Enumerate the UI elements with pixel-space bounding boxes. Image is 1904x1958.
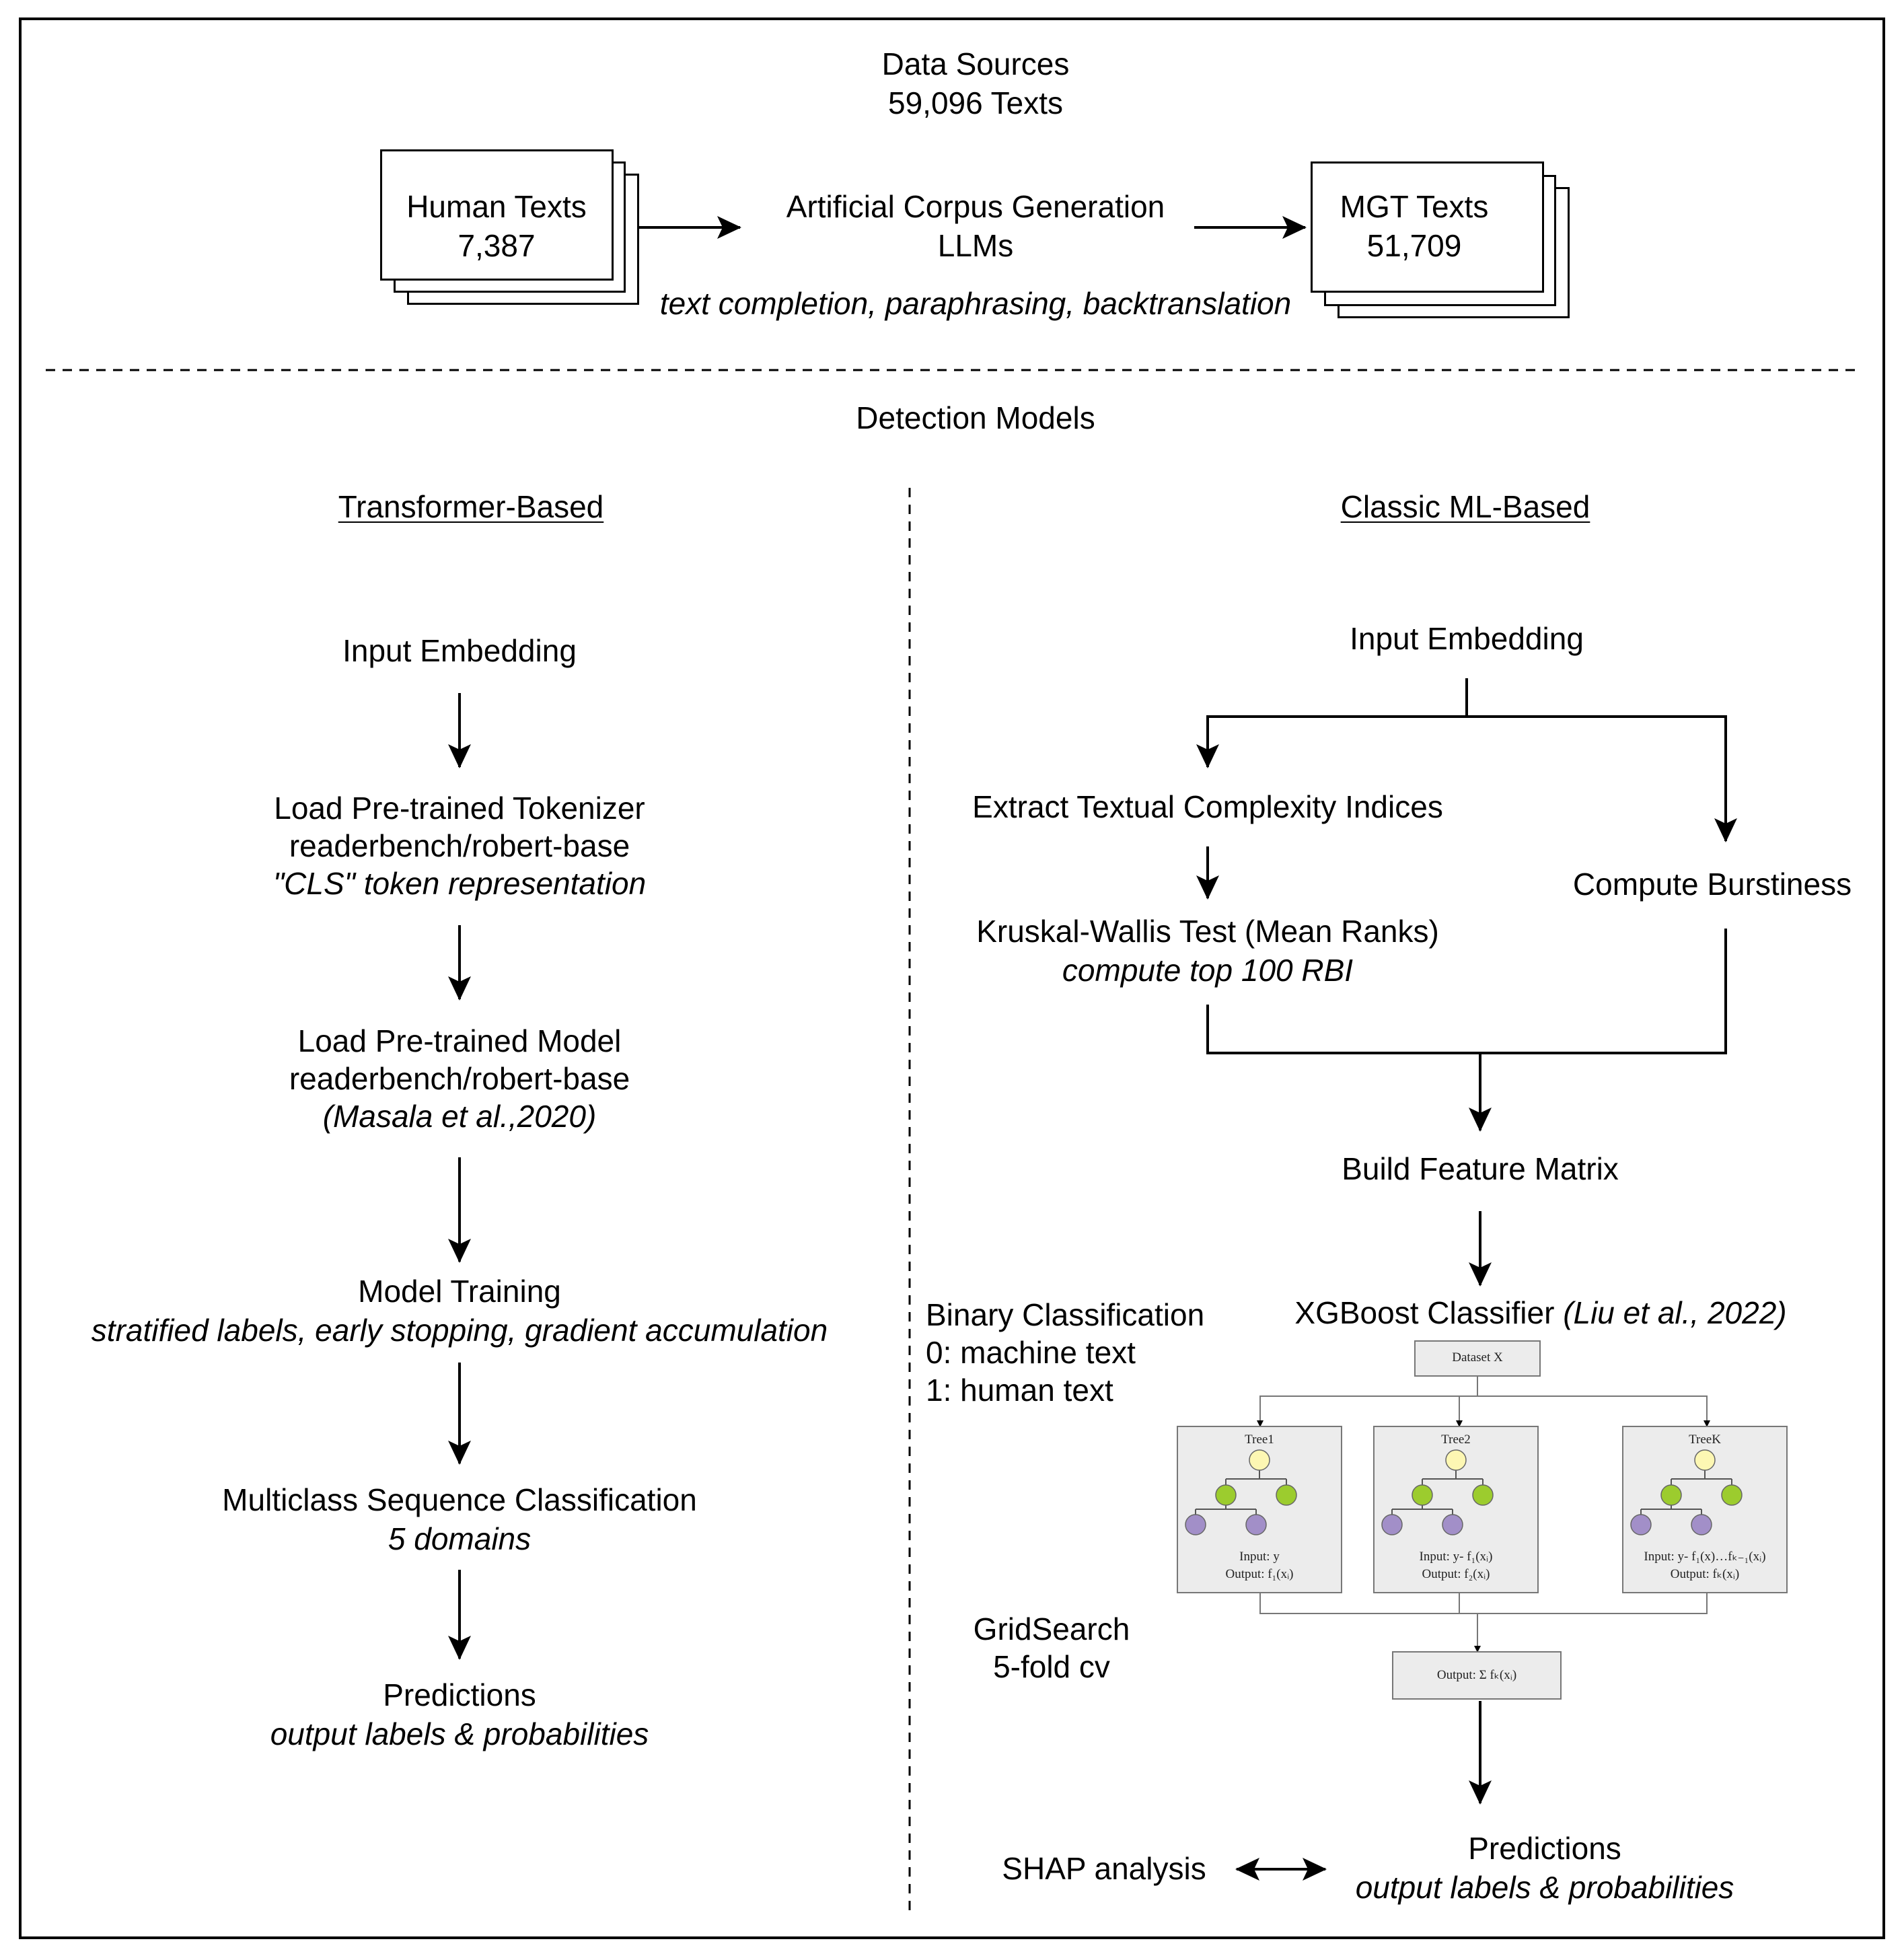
c-binary-one: 1: human text [926,1373,1113,1408]
c-burstiness: Compute Burstiness [1572,867,1852,902]
t-multiclass-title: Multiclass Sequence Classification [222,1482,697,1517]
t-training-title: Model Training [358,1274,561,1309]
tree-inner-node [1660,1484,1682,1506]
mgt-texts-count: 51,709 [1366,228,1462,263]
tree-root-node [1694,1449,1716,1471]
tree-root-node [1445,1449,1467,1471]
t-multiclass-note: 5 domains [388,1521,532,1556]
t-model-citation: (Masala et al.,2020) [322,1099,597,1134]
xgb-tree2-name: Tree2 [1441,1433,1471,1447]
c-predictions-note: output labels & probabilities [1355,1870,1734,1905]
data-sources-title: Data Sources [881,46,1070,81]
c-xgboost-ref: (Liu et al., 2022) [1563,1295,1787,1330]
merge-connector [1206,929,1727,1054]
tree-leaf-node [1630,1514,1652,1535]
split-connector-right [1467,715,1737,842]
t-model-name: readerbench/robert-base [289,1061,630,1096]
xgb-tree1-name: Tree1 [1245,1433,1274,1447]
tree-inner-node [1412,1484,1433,1506]
t-training-note: stratified labels, early stopping, gradi… [91,1313,828,1348]
c-complexity: Extract Textual Complexity Indices [972,789,1443,824]
c-predictions-title: Predictions [1468,1831,1621,1866]
tree-inner-node [1215,1484,1237,1506]
xgb-tree2-input: Input: y- f₁(xᵢ) [1419,1550,1493,1564]
outer-frame [19,17,1885,1939]
tree-inner-node [1472,1484,1494,1506]
tree-inner-node [1721,1484,1743,1506]
c-gridsearch-title: GridSearch [973,1611,1130,1646]
human-texts-count: 7,387 [457,228,536,263]
c-gridsearch-cv: 5-fold cv [993,1649,1110,1684]
mgt-texts-label: MGT Texts [1340,189,1489,224]
c-xgboost: XGBoost Classifier (Liu et al., 2022) [1294,1293,1786,1332]
generation-methods: text completion, paraphrasing, backtrans… [659,286,1292,321]
human-texts-box [380,149,614,281]
classic-heading: Classic ML-Based [1340,489,1590,524]
tree-leaf-node [1691,1514,1712,1535]
xgb-treek-name: TreeK [1689,1433,1721,1447]
tree-leaf-node [1442,1514,1463,1535]
c-binary-title: Binary Classification [926,1297,1205,1332]
c-input-embedding: Input Embedding [1350,621,1584,656]
c-feature-matrix: Build Feature Matrix [1342,1151,1619,1186]
transformer-heading: Transformer-Based [338,489,604,524]
t-model-title: Load Pre-trained Model [297,1023,622,1058]
xgb-tree2-output: Output: f₂(xᵢ) [1422,1567,1490,1581]
xgb-output-label: Output: Σ fₖ(xᵢ) [1436,1668,1517,1682]
c-binary-zero: 0: machine text [926,1335,1136,1370]
tree-leaf-node [1245,1514,1267,1535]
t-input-embedding: Input Embedding [342,633,577,668]
t-tokenizer-title: Load Pre-trained Tokenizer [274,791,645,826]
tree-leaf-node [1185,1514,1206,1535]
t-predictions-title: Predictions [383,1677,536,1712]
data-sources-total: 59,096 Texts [887,85,1064,120]
xgb-treek-output: Output: fₖ(xᵢ) [1670,1567,1740,1581]
generation-title: Artificial Corpus Generation [786,189,1165,224]
xgb-treek-input: Input: y- f₁(x)…fₖ₋₁(xᵢ) [1644,1550,1766,1564]
t-predictions-note: output labels & probabilities [270,1716,649,1751]
t-tokenizer-note: "CLS" token representation [272,866,647,901]
xgb-tree1-output: Output: f₁(xᵢ) [1225,1567,1294,1581]
c-kruskal: Kruskal-Wallis Test (Mean Ranks) [976,914,1439,949]
xgb-tree1-input: Input: y [1239,1550,1280,1564]
generation-subtitle: LLMs [937,228,1014,263]
tree-leaf-node [1381,1514,1403,1535]
detection-title: Detection Models [856,400,1095,435]
t-tokenizer-model: readerbench/robert-base [289,828,630,863]
mgt-texts-box [1311,161,1544,293]
xgb-output-box [1392,1651,1562,1700]
split-connector [1196,678,1468,768]
c-kruskal-note: compute top 100 RBI [1062,953,1354,988]
human-texts-label: Human Texts [406,189,587,224]
c-xgboost-label: XGBoost Classifier [1294,1295,1555,1330]
xgboost-figure [1177,1340,1788,1700]
tree-root-node [1249,1449,1270,1471]
c-shap: SHAP analysis [1002,1851,1206,1886]
tree-inner-node [1276,1484,1297,1506]
xgb-dataset-label: Dataset X [1452,1350,1503,1365]
